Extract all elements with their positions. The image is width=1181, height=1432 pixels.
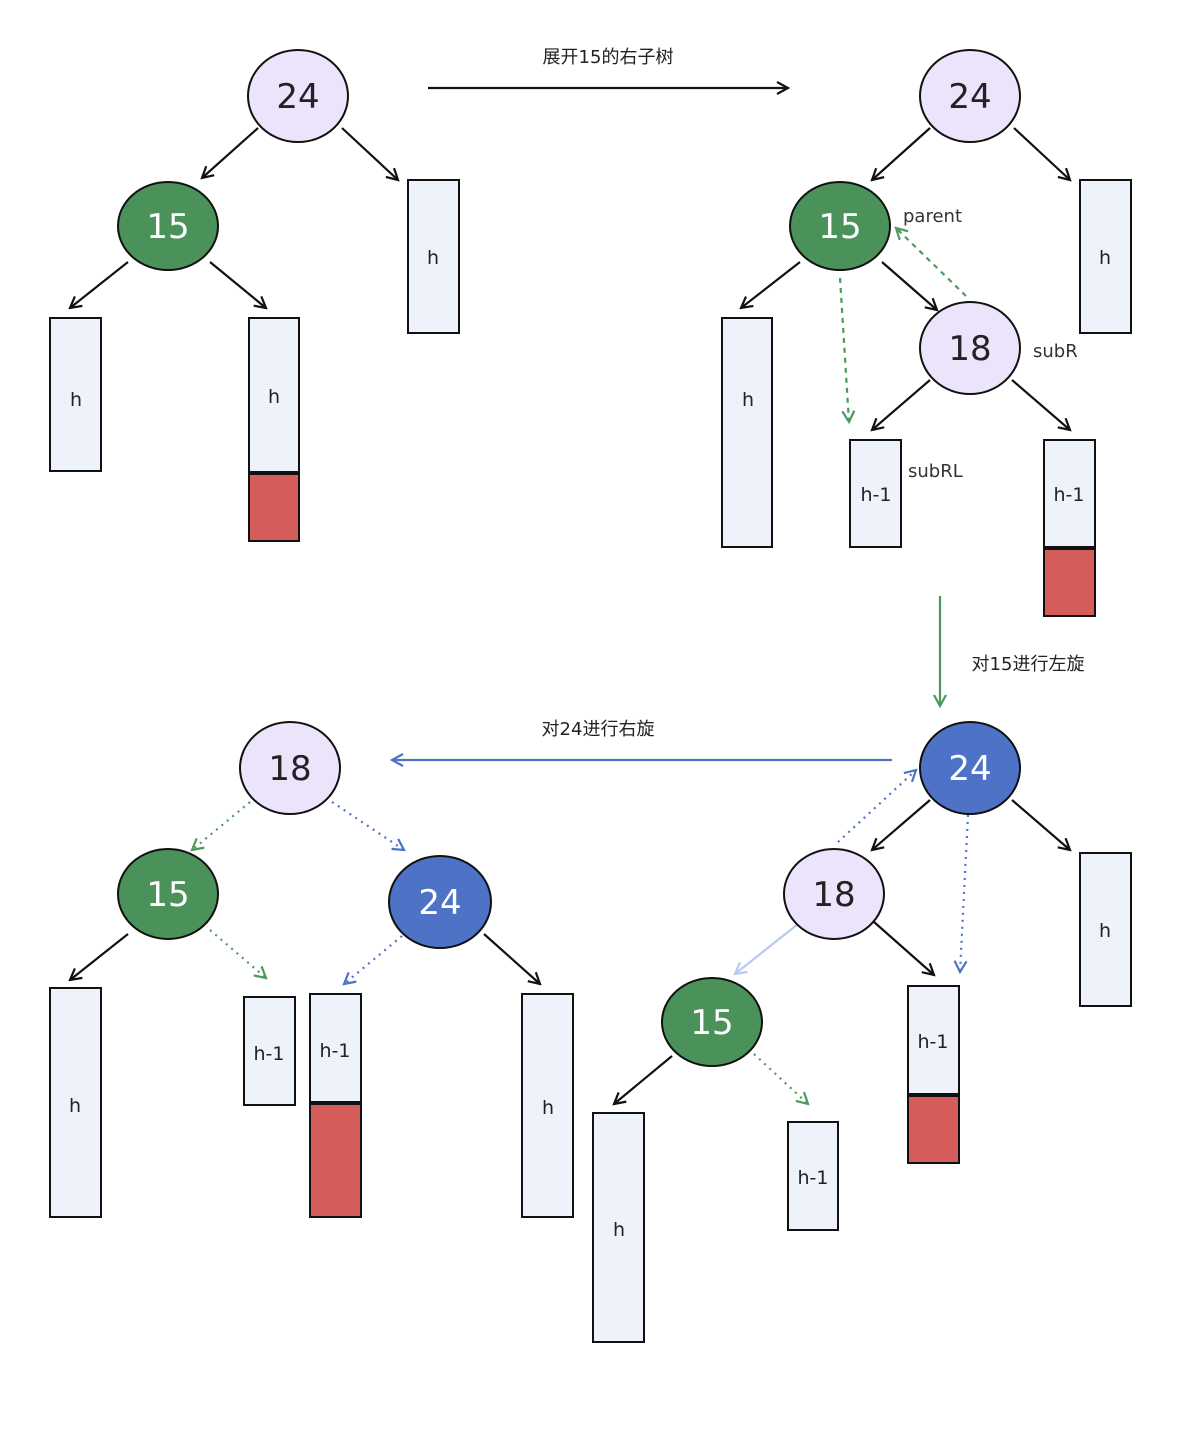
edge-18-to-subRL [872, 379, 931, 430]
diagram-4-after-right-rotate: 18 15 24 h h-1 h-1 h [49, 721, 574, 1218]
subtree-box-h-label: h [1099, 247, 1111, 269]
dotted-arrow-24-to-h-1 [344, 935, 403, 984]
dotted-arrow-24-to-h-1 [960, 814, 970, 972]
inserted-node-block [907, 1094, 960, 1164]
subtree-box-h [592, 1112, 645, 1343]
node-24 [919, 721, 1021, 815]
subtree-box-h [49, 317, 102, 472]
node-24-label: 24 [276, 77, 319, 117]
caption-expand: 展开15的右子树 [543, 47, 674, 68]
diagram-1-original: 24 15 h h h [49, 49, 460, 542]
subtree-box-h-1 [243, 996, 296, 1106]
diagram-2-expanded: 24 15 parent 18 subR h h h-1 subRL h-1 [721, 49, 1132, 617]
node-15-label: 15 [818, 207, 861, 247]
subtree-box-h-1-label: h-1 [254, 1043, 285, 1065]
edge-18-to-h-1 [1011, 379, 1070, 430]
edge-24-to-15 [872, 127, 931, 180]
subtree-box-h-1 [309, 993, 362, 1104]
edge-15-to-left-h [70, 261, 129, 308]
dashed-arrow-18-to-15 [896, 228, 967, 297]
subtree-box-h-label: h [742, 389, 754, 411]
dotted-arrow-18-to-24 [331, 801, 404, 850]
node-18-label: 18 [812, 875, 855, 915]
edge-24-to-18 [872, 799, 931, 850]
edge-18-to-15 [735, 923, 799, 974]
subtree-box-h [1079, 179, 1132, 334]
step-left-rotate: 对15进行左旋 [940, 596, 1084, 706]
inserted-node-block [309, 1102, 362, 1218]
caption-right-rotate: 对24进行右旋 [542, 719, 655, 740]
step-expand: 展开15的右子树 [428, 47, 788, 88]
subtree-box-h-1-label: h-1 [1054, 484, 1085, 506]
label-subR: subR [1033, 341, 1078, 362]
subtree-box-h-1-label: h-1 [320, 1040, 351, 1062]
edge-15-to-h [70, 933, 129, 980]
dashed-arrow-15-to-subRL [838, 277, 849, 422]
dotted-arrow-15-to-h-1 [209, 929, 266, 978]
edge-15-to-18 [881, 261, 937, 310]
subtree-box-h [407, 179, 460, 334]
node-18-subR [919, 301, 1021, 395]
edge-15-to-h [614, 1055, 673, 1104]
subtree-box-h-label: h [1099, 920, 1111, 942]
node-24 [388, 855, 492, 949]
node-24 [919, 49, 1021, 143]
label-parent: parent [903, 206, 962, 227]
subtree-box-subRL [849, 439, 902, 548]
node-18 [239, 721, 341, 815]
node-24-label: 24 [418, 883, 461, 923]
subtree-box-h [49, 987, 102, 1218]
node-15-label: 15 [690, 1003, 733, 1043]
diagram-3-after-left-rotate: 24 18 15 h h-1 h-1 h [592, 721, 1132, 1343]
subtree-box-h-1-label: h-1 [861, 484, 892, 506]
subtree-box-h-1 [787, 1121, 839, 1231]
subtree-box-h-label: h [542, 1097, 554, 1119]
subtree-box-h-label: h [613, 1219, 625, 1241]
subtree-box-h-1-label: h-1 [918, 1031, 949, 1053]
subtree-box-h-label: h [268, 386, 280, 408]
edge-15-to-right-h [209, 261, 266, 308]
node-18 [783, 848, 885, 940]
node-15-label: 15 [146, 207, 189, 247]
edge-24-to-h [483, 933, 540, 984]
subtree-box-h-1-label: h-1 [798, 1167, 829, 1189]
subtree-box-h-1 [1043, 439, 1096, 549]
node-15 [117, 848, 219, 940]
node-15-label: 15 [146, 875, 189, 915]
node-15-parent [789, 181, 891, 271]
node-15 [117, 181, 219, 271]
edge-24-to-h [1013, 127, 1070, 180]
node-15 [661, 977, 763, 1067]
dotted-arrow-18-to-24 [837, 770, 916, 843]
subtree-box-h [248, 317, 300, 474]
label-subRL: subRL [908, 461, 963, 482]
dotted-arrow-15-to-h-1 [753, 1053, 808, 1104]
step-right-rotate: 对24进行右旋 [392, 719, 892, 760]
dotted-arrow-18-to-15 [192, 801, 251, 850]
subtree-box-h-label: h [427, 247, 439, 269]
node-24-label: 24 [948, 77, 991, 117]
inserted-node-block [248, 472, 300, 542]
node-18-label: 18 [948, 329, 991, 369]
subtree-box-h [721, 317, 773, 548]
subtree-box-h-label: h [70, 389, 82, 411]
subtree-box-h [521, 993, 574, 1218]
caption-left-rotate: 对15进行左旋 [972, 654, 1085, 675]
edge-24-to-15 [202, 127, 259, 178]
node-24-label: 24 [948, 749, 991, 789]
edge-24-to-h [341, 127, 398, 180]
edge-18-to-h-1 [873, 921, 934, 975]
edge-15-to-h [741, 261, 801, 308]
inserted-node-block [1043, 547, 1096, 617]
subtree-box-h [1079, 852, 1132, 1007]
node-24 [247, 49, 349, 143]
edge-24-to-h [1011, 799, 1070, 850]
node-18-label: 18 [268, 749, 311, 789]
subtree-box-h-label: h [69, 1095, 81, 1117]
